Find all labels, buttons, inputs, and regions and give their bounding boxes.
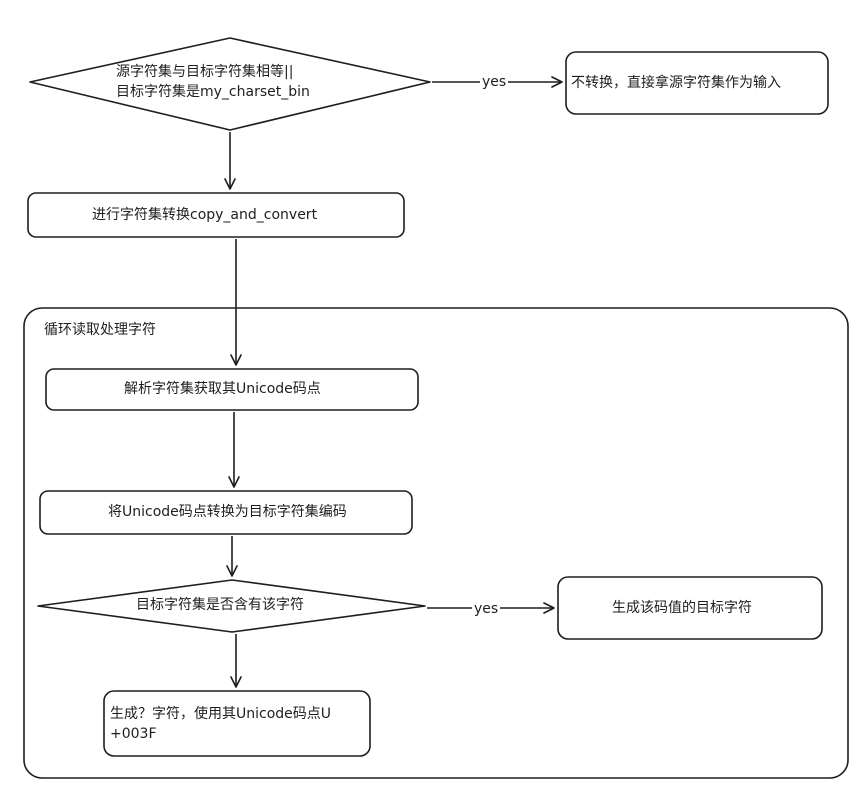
unicode-to-target-box — [39, 490, 413, 535]
loop-group-container — [23, 307, 849, 779]
generate-question-line2: +003F — [110, 726, 157, 742]
decision-has-char-diamond — [37, 579, 426, 633]
generate-question-line1: 生成？字符，使用其Unicode码点U — [110, 706, 332, 722]
decision-same-charset-line1: 源字符集与目标字符集相等|| — [116, 64, 294, 80]
decision-has-char-text: 目标字符集是否含有该字符 — [136, 597, 304, 613]
decision-same-charset-diamond — [29, 37, 431, 131]
unicode-to-target-text: 将Unicode码点转换为目标字符集编码 — [108, 504, 347, 520]
generate-question-box — [103, 690, 371, 757]
loop-group-label: 循环读取处理字符 — [44, 322, 156, 338]
yes-label-top: yes — [480, 73, 509, 91]
no-convert-box — [565, 51, 829, 115]
generate-target-char-text: 生成该码值的目标字符 — [612, 600, 752, 616]
decision-same-charset-line2: 目标字符集是my_charset_bin — [116, 84, 310, 100]
yes-label-bottom: yes — [472, 600, 501, 618]
no-convert-text: 不转换，直接拿源字符集作为输入 — [571, 75, 781, 91]
parse-unicode-box — [45, 368, 419, 411]
parse-unicode-text: 解析字符集获取其Unicode码点 — [124, 381, 321, 397]
generate-target-char-box — [557, 576, 823, 640]
copy-and-convert-box — [27, 192, 405, 238]
copy-and-convert-text: 进行字符集转换copy_and_convert — [92, 207, 318, 223]
